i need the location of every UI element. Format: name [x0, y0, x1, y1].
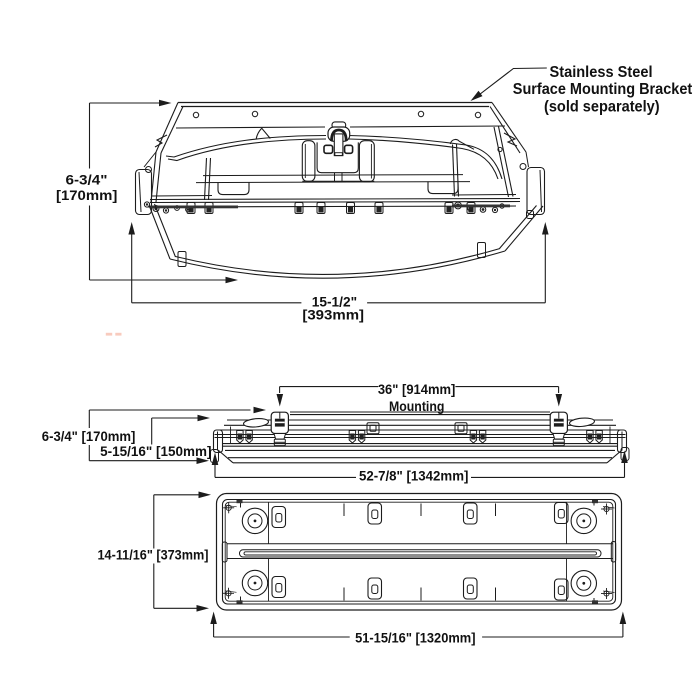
- svg-text:51-15/16" [1320mm]: 51-15/16" [1320mm]: [355, 629, 475, 645]
- svg-text:6-3/4" [170mm]: 6-3/4" [170mm]: [42, 428, 136, 444]
- svg-text:36" [914mm]: 36" [914mm]: [378, 381, 456, 397]
- svg-text:6-3/4": 6-3/4": [66, 172, 108, 188]
- svg-text:[170mm]: [170mm]: [56, 187, 117, 203]
- svg-text:[393mm]: [393mm]: [302, 306, 364, 322]
- svg-text:15-1/2": 15-1/2": [312, 293, 357, 309]
- svg-text:(sold separately): (sold separately): [544, 99, 660, 116]
- svg-text:Surface Mounting Bracket: Surface Mounting Bracket: [513, 81, 692, 98]
- svg-text:14-11/16" [373mm]: 14-11/16" [373mm]: [98, 547, 209, 563]
- svg-text:Mounting: Mounting: [389, 398, 444, 414]
- svg-text:5-15/16" [150mm]: 5-15/16" [150mm]: [100, 443, 211, 459]
- svg-text:52-7/8" [1342mm]: 52-7/8" [1342mm]: [359, 467, 469, 483]
- svg-text:Stainless Steel: Stainless Steel: [550, 64, 653, 81]
